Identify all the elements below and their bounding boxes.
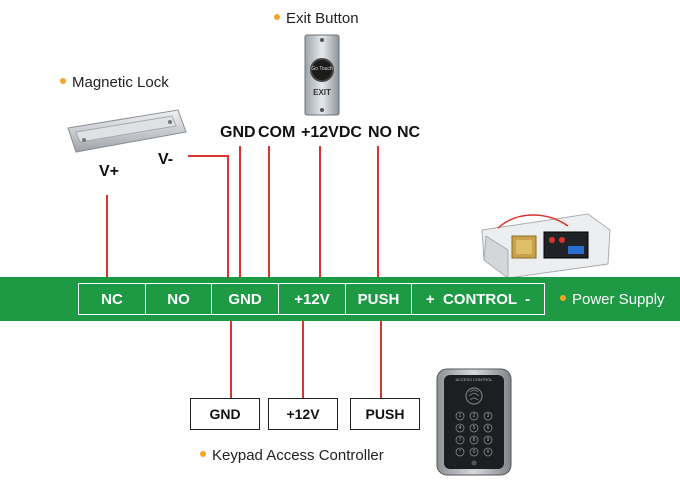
exit-plate-bottom-text: EXIT: [313, 88, 331, 97]
lock-v-minus-label: V-: [158, 151, 174, 168]
power-supply-device: [478, 210, 614, 280]
magnetic-lock-caption: Magnetic Lock: [60, 74, 169, 91]
keypad-key: 1: [458, 413, 462, 419]
terminal-control: + CONTROL -: [411, 283, 545, 315]
bullet-icon: [60, 78, 66, 85]
bullet-icon: [200, 451, 206, 458]
terminal-push: PUSH: [345, 283, 412, 315]
keypad-terminal-push: PUSH: [350, 398, 420, 430]
exit-plate-top-text: Go Touch: [311, 66, 333, 72]
keypad-key: 9: [486, 437, 490, 443]
keypad-key: 0: [472, 449, 476, 455]
wire-keypad-gnd: [230, 315, 232, 399]
keypad-key: 5: [472, 425, 476, 431]
exit-button-device: Go Touch EXIT: [304, 34, 340, 116]
bullet-icon: [560, 295, 566, 302]
wire-exit-no: [377, 146, 379, 285]
wire-vplus-nc: [106, 195, 108, 285]
keypad-key: 6: [486, 425, 490, 431]
power-supply-caption: Power Supply: [560, 291, 665, 308]
exit-terminal-12vdc: +12VDC: [301, 124, 362, 141]
magnetic-lock-device: [60, 98, 190, 160]
keypad-terminal-12v: +12V: [268, 398, 338, 430]
keypad-key: *: [459, 449, 461, 455]
keypad-key: 4: [458, 425, 462, 431]
exit-button-caption: Exit Button: [274, 10, 359, 27]
keypad-key: 3: [486, 413, 490, 419]
lock-v-plus-label: V+: [99, 163, 120, 180]
exit-terminal-gnd: GND: [220, 124, 256, 141]
exit-terminal-no: NO: [368, 124, 392, 141]
terminal-gnd: GND: [211, 283, 279, 315]
keypad-key: 2: [472, 413, 476, 419]
terminal-nc: NC: [78, 283, 146, 315]
exit-terminal-nc: NC: [397, 124, 421, 141]
wire-keypad-12v: [302, 315, 304, 399]
keypad-terminal-gnd: GND: [190, 398, 260, 430]
keypad-key: 7: [458, 437, 462, 443]
keypad-key: 8: [472, 437, 476, 443]
wire-exit-com: [268, 146, 270, 285]
terminal-no: NO: [145, 283, 212, 315]
wire-exit-12v: [319, 146, 321, 285]
keypad-device: ACCESS CONTROL 1 2 3 4 5 6 7 8 9 * 0 #: [436, 368, 512, 476]
wire-vminus-gnd: [227, 155, 229, 285]
exit-terminal-com: COM: [258, 124, 296, 141]
terminal-12v: +12V: [278, 283, 346, 315]
wire-exit-gnd: [239, 146, 241, 285]
keypad-header-text: ACCESS CONTROL: [455, 377, 493, 382]
keypad-caption: Keypad Access Controller: [200, 447, 384, 464]
power-supply-terminal-band: [0, 277, 680, 321]
keypad-key: #: [486, 449, 490, 455]
wire-vminus-h: [188, 155, 228, 157]
bullet-icon: [274, 14, 280, 21]
wire-keypad-push: [380, 315, 382, 399]
